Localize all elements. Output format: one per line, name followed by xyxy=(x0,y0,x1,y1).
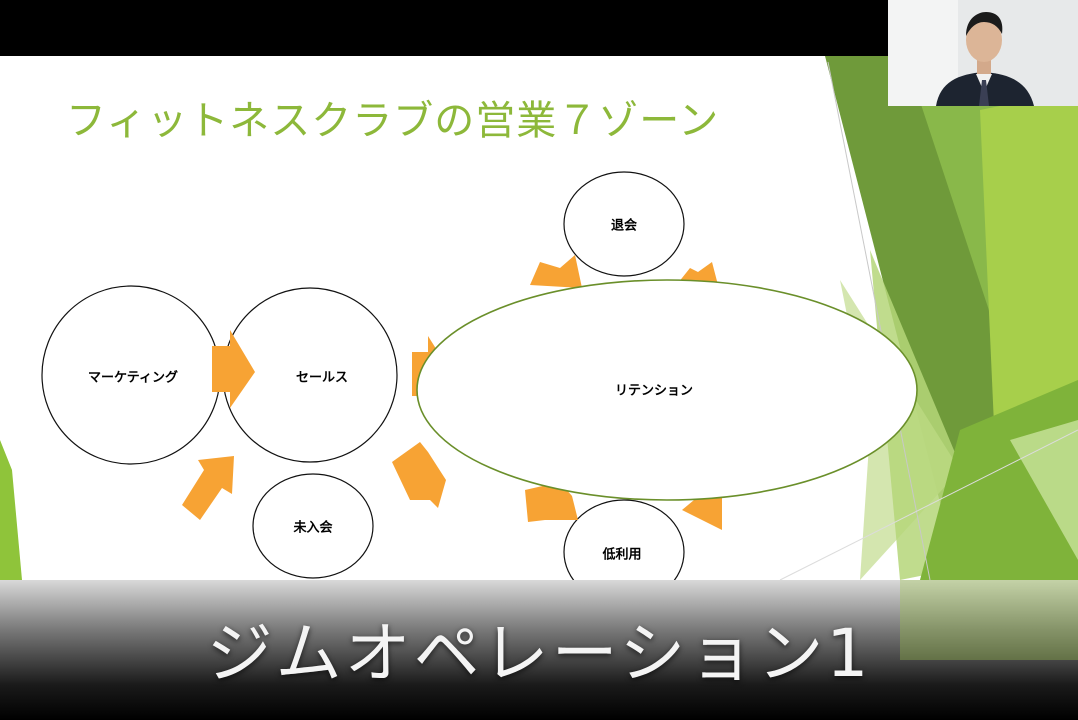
retention-ellipse xyxy=(416,279,918,501)
sales-label: セールス xyxy=(295,370,349,386)
arrow-marketing-to-sales xyxy=(212,330,255,408)
marketing-label: マーケティング xyxy=(88,370,178,386)
caption-band-greenglow xyxy=(900,580,1078,660)
arrow-retention-to-withdrawal xyxy=(530,255,582,288)
arrow-retention-to-lowusage xyxy=(525,482,578,522)
presenter-webcam xyxy=(888,0,1078,106)
non-member-circle xyxy=(252,473,374,579)
non-member-label: 未入会 xyxy=(293,520,333,536)
green-shard xyxy=(1010,420,1078,560)
arrow-withdrawal-to-retention xyxy=(678,262,718,285)
presenter-video-icon xyxy=(888,0,1078,106)
withdrawal-circle xyxy=(563,171,685,277)
retention-label: リテンション xyxy=(614,383,694,399)
shard-line xyxy=(779,429,1078,581)
withdrawal-label: 退会 xyxy=(610,218,638,234)
caption-band xyxy=(0,580,1078,720)
video-caption: ジムオペレーション1 xyxy=(206,615,872,692)
green-shard xyxy=(920,380,1078,580)
arrow-nonmember-to-sales xyxy=(182,456,234,520)
arrow-retention-to-nonmember xyxy=(392,442,446,508)
slide-title: フィットネスクラブの営業７ゾーン xyxy=(66,98,720,144)
shard-line xyxy=(827,61,931,581)
low-usage-label: 低利用 xyxy=(602,547,642,563)
green-shard-left xyxy=(0,440,22,580)
